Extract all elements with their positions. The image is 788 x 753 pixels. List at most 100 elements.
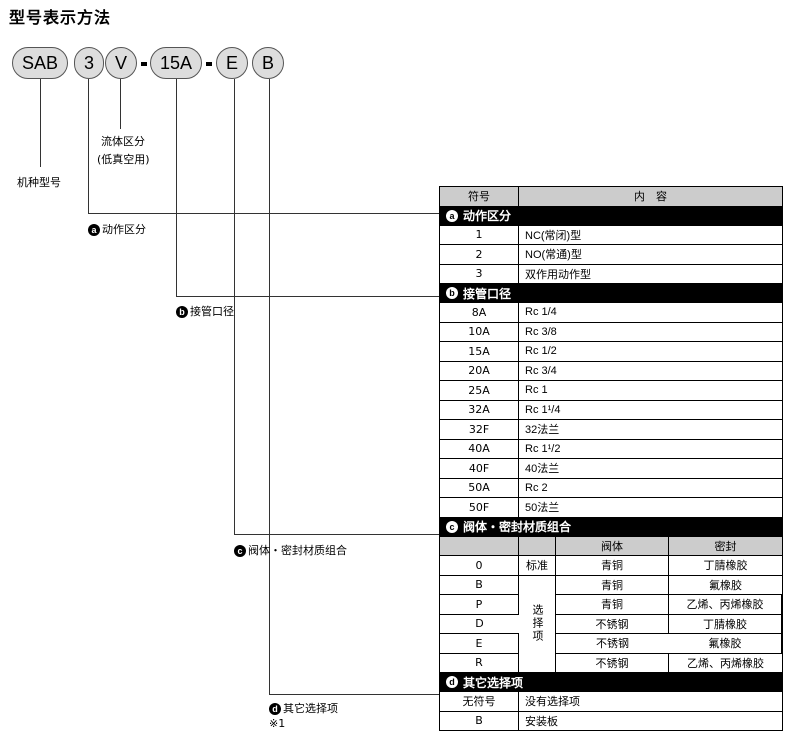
row-symbol: 40A (440, 439, 519, 458)
model-part-option: B (252, 47, 284, 79)
model-part-port: 15A (150, 47, 202, 79)
option-note: ※1 (269, 717, 286, 730)
connector (88, 213, 439, 214)
table-row: B 安装板 (440, 710, 782, 730)
connector (176, 79, 177, 297)
row-symbol: E (440, 633, 519, 653)
table-row: 8A Rc 1/4 (440, 302, 782, 322)
connector (40, 79, 41, 167)
row-symbol: 25A (440, 381, 519, 400)
row-body: 不锈钢 (556, 652, 669, 672)
row-content: Rc 1/4 (525, 306, 557, 319)
model-part-action: 3 (74, 47, 104, 79)
letter-c-icon: c (234, 545, 246, 557)
row-content: Rc 1¹/2 (525, 442, 561, 455)
row-symbol: B (440, 711, 519, 730)
connector (88, 79, 89, 214)
fluid-sub-label: (低真空用) (97, 153, 150, 166)
row-seal: 乙烯、丙烯橡胶 (669, 594, 782, 614)
row-seal: 氟橡胶 (669, 633, 782, 653)
row-symbol: 40F (440, 459, 519, 478)
table-row: 20A Rc 3/4 (440, 360, 782, 380)
letter-d-icon: d (269, 703, 281, 715)
table-row: 2 NO(常通)型 (440, 244, 782, 264)
table-row: 无符号没有选择项 (440, 691, 782, 711)
connector (234, 534, 439, 535)
row-content: Rc 1/2 (525, 345, 557, 358)
row-symbol: P (440, 594, 519, 614)
fluid-label: 流体区分 (101, 135, 145, 148)
table-header: 符号 内 容 (440, 186, 782, 206)
letter-b-icon: b (176, 306, 188, 318)
row-seal: 丁腈橡胶 (669, 555, 782, 575)
row-symbol: 32A (440, 400, 519, 419)
connector (269, 79, 270, 695)
model-part-fluid: V (105, 47, 137, 79)
row-content: Rc 3/4 (525, 364, 557, 377)
row-body: 青铜 (556, 555, 669, 575)
row-symbol: 20A (440, 361, 519, 380)
connector (234, 79, 235, 535)
row-seal: 乙烯、丙烯橡胶 (669, 652, 782, 673)
row-body: 青铜 (556, 574, 669, 594)
row-content: 32法兰 (525, 424, 560, 437)
row-symbol: B (440, 574, 519, 594)
row-symbol: 32F (440, 420, 519, 439)
table-row: 32A Rc 1¹/4 (440, 399, 782, 419)
row-symbol: D (440, 613, 519, 634)
model-part-material: E (216, 47, 248, 79)
row-symbol: R (440, 652, 519, 672)
table-row: 25A Rc 1 (440, 380, 782, 400)
row-symbol: 1 (440, 225, 519, 244)
row-symbol: 无符号 (440, 692, 519, 711)
table-row: 50A Rc 2 (440, 477, 782, 497)
row-symbol: 2 (440, 245, 519, 264)
table-row: 40A Rc 1¹/2 (440, 438, 782, 458)
row-body: 青铜 (556, 594, 669, 614)
row-symbol: 3 (440, 264, 519, 283)
row-content: Rc 1¹/4 (525, 403, 561, 416)
table-row: 50F 50法兰 (440, 497, 782, 517)
model-part-series: SAB (12, 47, 68, 79)
row-content: 50法兰 (525, 502, 560, 515)
table-row: 3 双作用动作型 (440, 263, 782, 283)
row-body: 不锈钢 (556, 613, 669, 633)
table-row: 32F 32法兰 (440, 419, 782, 439)
letter-a-icon: a (88, 224, 100, 236)
row-content: Rc 1 (525, 384, 548, 397)
row-symbol: 50A (440, 478, 519, 497)
row-symbol: 8A (440, 303, 519, 322)
row-content: Rc 3/8 (525, 325, 557, 338)
row-content: NO(常通)型 (525, 249, 582, 262)
row-symbol: 10A (440, 322, 519, 341)
dash (141, 62, 147, 66)
dash (206, 62, 212, 66)
row-content: 双作用动作型 (525, 268, 591, 281)
connector (176, 296, 439, 297)
row-symbol: 0 (440, 555, 519, 575)
row-content: Rc 2 (525, 481, 548, 494)
standard-label: 标准 (519, 555, 556, 575)
row-symbol: 50F (440, 498, 519, 517)
series-label: 机种型号 (17, 176, 61, 189)
row-content: 安装板 (525, 715, 558, 728)
page-title: 型号表示方法 (9, 8, 112, 27)
row-body: 不锈钢 (556, 633, 669, 653)
connector (269, 694, 439, 695)
row-content: 没有选择项 (525, 696, 580, 709)
